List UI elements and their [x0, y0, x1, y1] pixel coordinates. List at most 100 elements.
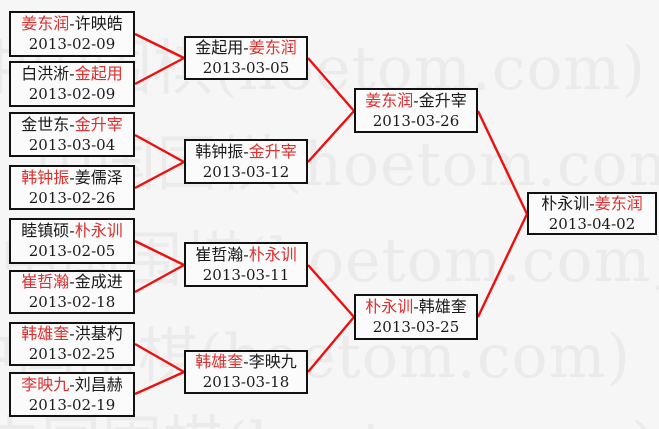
match-date: 2013-03-18	[202, 373, 290, 391]
player-name: 韩钟振	[195, 141, 244, 161]
vs-separator: -	[69, 272, 75, 291]
player-name: 刘昌赫	[74, 374, 123, 394]
match-box-r16-3: 金世东-金升宰 2013-03-04	[9, 112, 135, 157]
match-date: 2013-04-02	[548, 214, 636, 233]
match-players: 韩雄奎-李映九	[195, 352, 296, 372]
player-name: 金世东	[21, 114, 70, 134]
player-name: 韩雄奎	[21, 324, 70, 343]
connector-line	[134, 342, 185, 374]
vs-separator: -	[69, 167, 75, 187]
match-box-qf-3: 崔哲瀚-朴永训 2013-03-11	[184, 242, 308, 287]
match-players: 朴永训-韩雄奎	[365, 297, 466, 317]
connector-line	[476, 213, 529, 318]
match-players: 姜东润-许映皓	[21, 14, 122, 34]
match-players: 李映九-刘昌赫	[21, 375, 122, 395]
player-name: 朴永训	[248, 244, 297, 264]
player-name: 李映九	[21, 374, 70, 394]
connector-line	[134, 56, 185, 86]
player-name: 睦镇硕	[21, 221, 70, 240]
player-name: 金升宰	[418, 90, 467, 110]
player-name: 许映皓	[74, 14, 123, 33]
player-name: 金起用	[195, 38, 244, 57]
vs-separator: -	[243, 141, 249, 161]
player-name: 姜东润	[365, 90, 414, 110]
match-players: 白洪淅-金起用	[21, 64, 122, 84]
player-name: 金起用	[74, 64, 123, 83]
player-name: 李映九	[248, 352, 297, 371]
match-date: 2013-02-18	[28, 293, 116, 311]
vs-separator: -	[69, 374, 75, 394]
player-name: 朴永训	[365, 297, 414, 316]
player-name: 韩雄奎	[195, 352, 244, 371]
match-date: 2013-02-25	[28, 345, 116, 363]
match-players: 韩雄奎-洪基杓	[21, 324, 122, 344]
vs-separator: -	[413, 297, 419, 316]
vs-separator: -	[589, 193, 595, 213]
connector-line	[307, 110, 355, 163]
vs-separator: -	[243, 38, 249, 57]
connector-line	[134, 160, 185, 190]
connector-line	[134, 32, 185, 60]
player-name: 金成进	[74, 272, 123, 291]
match-date: 2013-02-09	[28, 85, 116, 103]
vs-separator: -	[69, 324, 75, 343]
match-players: 睦镇硕-朴永训	[21, 221, 122, 241]
match-date: 2013-02-26	[28, 188, 116, 207]
match-players: 崔哲瀚-朴永训	[195, 245, 296, 265]
match-date: 2013-02-19	[28, 395, 116, 414]
match-box-qf-1: 金起用-姜东润 2013-03-05	[184, 36, 308, 80]
match-date: 2013-03-05	[202, 59, 290, 77]
match-box-sf-2: 朴永训-韩雄奎 2013-03-25	[354, 294, 478, 340]
match-date: 2013-03-11	[202, 265, 290, 284]
match-box-r16-7: 韩雄奎-洪基杓 2013-02-25	[9, 322, 135, 366]
connector-line	[476, 110, 529, 215]
player-name: 姜东润	[594, 193, 643, 213]
match-players: 崔哲瀚-金成进	[21, 272, 122, 292]
player-name: 洪基杓	[74, 324, 123, 343]
match-date: 2013-03-25	[372, 318, 460, 336]
match-box-r16-5: 睦镇硕-朴永训 2013-02-05	[9, 218, 135, 264]
match-players: 金世东-金升宰	[21, 115, 122, 135]
player-name: 姜东润	[248, 38, 297, 57]
player-name: 金升宰	[248, 141, 297, 161]
match-box-r16-8: 李映九-刘昌赫 2013-02-19	[9, 372, 135, 417]
vs-separator: -	[243, 352, 249, 371]
match-box-r16-4: 韩钟振-姜儒泽 2013-02-26	[9, 165, 135, 210]
match-players: 韩钟振-金升宰	[195, 142, 296, 162]
player-name: 金升宰	[74, 114, 123, 134]
vs-separator: -	[413, 90, 419, 110]
vs-separator: -	[243, 244, 249, 264]
connector-line	[134, 370, 185, 396]
match-box-qf-4: 韩雄奎-李映九 2013-03-18	[184, 350, 308, 394]
vs-separator: -	[69, 14, 75, 33]
vs-separator: -	[69, 64, 75, 83]
match-date: 2013-02-05	[28, 242, 116, 260]
connector-line	[134, 263, 185, 294]
player-name: 韩钟振	[21, 167, 70, 187]
vs-separator: -	[69, 221, 75, 240]
connector-line	[307, 264, 355, 318]
connector-line	[134, 133, 185, 164]
player-name: 崔哲瀚	[21, 272, 70, 291]
match-players: 金起用-姜东润	[195, 38, 296, 58]
match-box-final: 朴永训-姜东润 2013-04-02	[527, 192, 657, 235]
vs-separator: -	[69, 114, 75, 134]
player-name: 白洪淅	[21, 64, 70, 83]
match-box-r16-6: 崔哲瀚-金成进 2013-02-18	[9, 270, 135, 314]
match-players: 韩钟振-姜儒泽	[21, 168, 122, 188]
connector-line	[134, 239, 185, 267]
player-name: 朴永训	[74, 221, 123, 240]
match-box-r16-1: 姜东润-许映皓 2013-02-09	[9, 11, 135, 57]
match-date: 2013-03-04	[28, 135, 116, 154]
connector-line	[307, 316, 355, 373]
match-box-sf-1: 姜东润-金升宰 2013-03-26	[354, 88, 478, 133]
match-box-r16-2: 白洪淅-金起用 2013-02-09	[9, 61, 135, 107]
player-name: 姜儒泽	[74, 167, 123, 187]
connector-line	[307, 57, 355, 112]
match-players: 姜东润-金升宰	[365, 91, 466, 111]
match-date: 2013-02-09	[28, 35, 116, 53]
player-name: 崔哲瀚	[195, 244, 244, 264]
match-players: 朴永训-姜东润	[541, 194, 642, 214]
